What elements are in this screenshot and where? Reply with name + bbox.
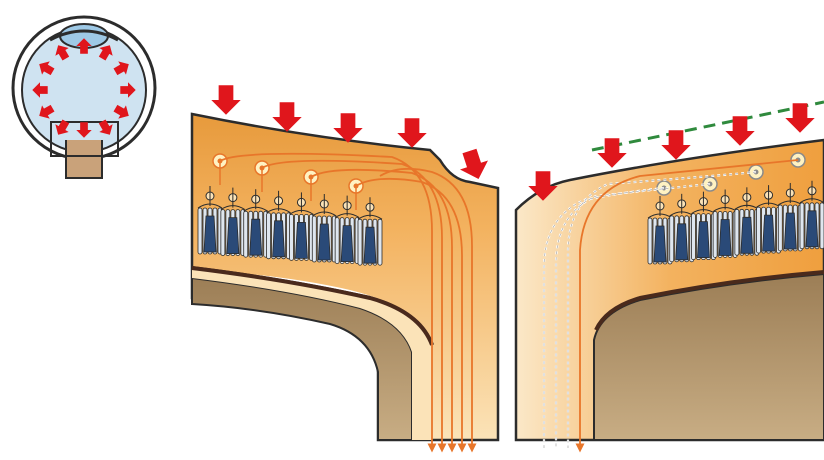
down-arrow-icon bbox=[272, 102, 301, 131]
rod-cell bbox=[800, 203, 804, 249]
rod-cell bbox=[648, 218, 652, 264]
down-arrow-icon bbox=[661, 130, 690, 159]
cone-cell bbox=[318, 224, 330, 260]
arrow-shape bbox=[661, 130, 690, 159]
rod-cell bbox=[378, 219, 382, 265]
cone-cell bbox=[806, 211, 818, 247]
cone-cell bbox=[676, 224, 688, 260]
rod-cell bbox=[757, 207, 761, 253]
cone-cell bbox=[654, 226, 666, 262]
cone-cell bbox=[341, 226, 353, 262]
arrow-shape bbox=[211, 85, 240, 114]
rod-cell bbox=[691, 214, 695, 260]
cone-cell bbox=[227, 218, 239, 254]
cone-cell bbox=[697, 222, 709, 258]
down-arrow-icon bbox=[211, 85, 240, 114]
rod-cell bbox=[778, 205, 782, 251]
inset-eye bbox=[13, 17, 155, 178]
rod-cell bbox=[358, 219, 362, 265]
rod-cell bbox=[221, 210, 225, 256]
rod-cell bbox=[735, 209, 739, 255]
down-arrow-icon bbox=[597, 138, 626, 167]
rod-cell bbox=[335, 218, 339, 264]
arrow-shape bbox=[272, 102, 301, 131]
down-arrow-icon bbox=[397, 118, 426, 147]
cone-cell bbox=[741, 217, 753, 253]
healthy-retina-panel bbox=[192, 85, 498, 448]
rod-cell bbox=[820, 203, 824, 249]
optic-nerve-stub bbox=[66, 140, 102, 178]
cone-cell bbox=[763, 215, 775, 251]
cone-cell bbox=[295, 222, 307, 258]
rod-cell bbox=[312, 216, 316, 262]
cone-cell bbox=[204, 216, 216, 252]
arrow-shape bbox=[397, 118, 426, 147]
cone-cell bbox=[250, 219, 262, 255]
rod-cell bbox=[198, 208, 202, 254]
arrow-shape bbox=[785, 103, 814, 132]
damaged-retina-panel bbox=[516, 102, 824, 448]
dashed-original-contour bbox=[592, 102, 824, 150]
rod-cell bbox=[670, 216, 674, 262]
down-arrow-icon bbox=[785, 103, 814, 132]
rod-cell bbox=[289, 214, 293, 260]
cone-cell bbox=[719, 219, 731, 255]
arrow-shape bbox=[597, 138, 626, 167]
cone-cell bbox=[784, 213, 796, 249]
down-arrow-icon bbox=[455, 146, 492, 183]
arrow-shape bbox=[455, 146, 492, 183]
rod-cell bbox=[244, 211, 248, 257]
rod-cell bbox=[713, 211, 717, 257]
cone-cell bbox=[364, 227, 376, 263]
rod-cell bbox=[267, 213, 271, 259]
cone-cell bbox=[273, 221, 285, 257]
